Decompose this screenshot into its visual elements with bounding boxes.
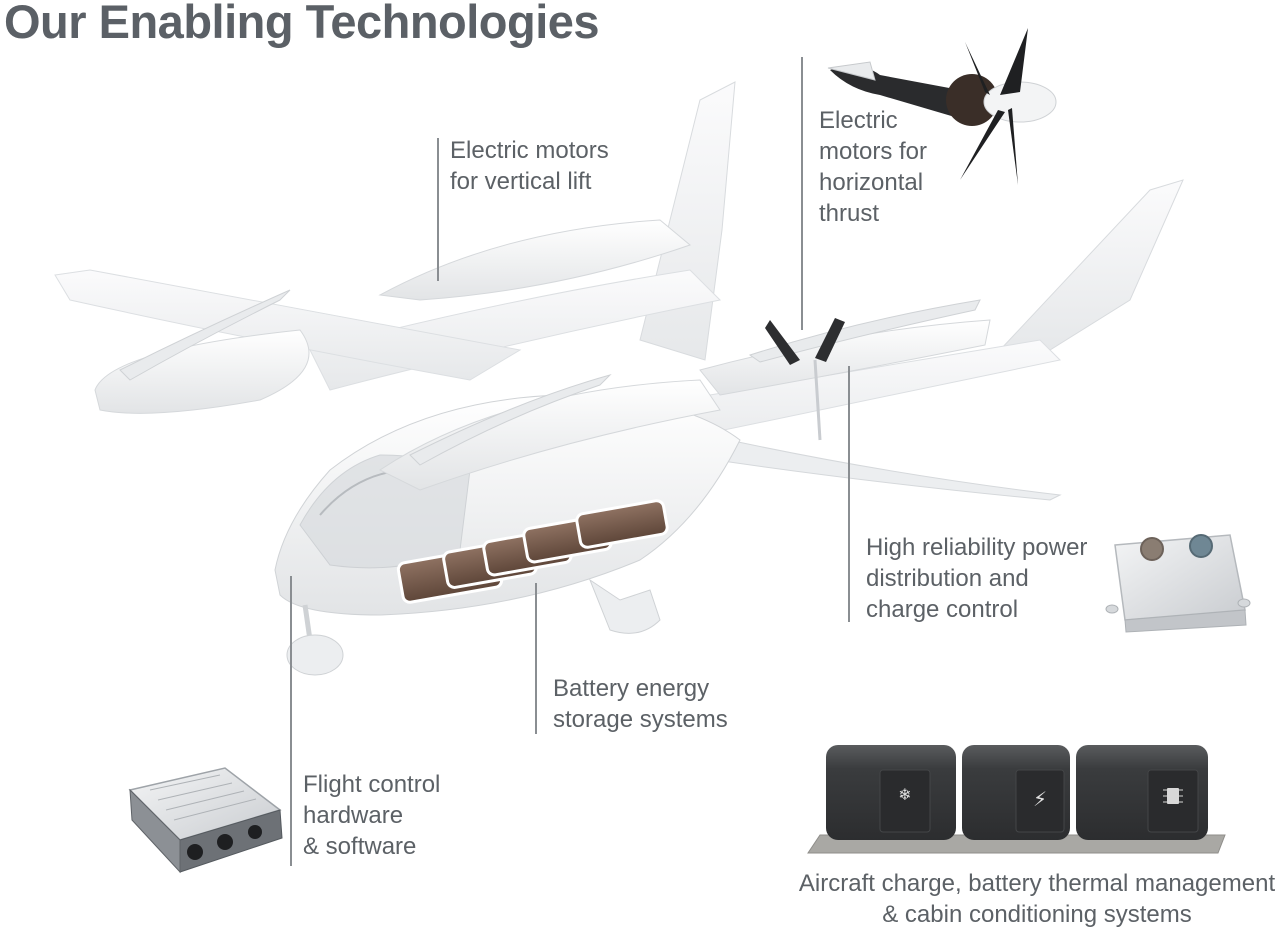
label-flight-control: Flight control hardware & software	[303, 771, 441, 860]
battery-pack-group	[396, 499, 669, 604]
battery-thermal-icon	[1163, 788, 1183, 804]
label-vertical-lift: Electric motors for vertical lift	[450, 137, 609, 195]
lightning-bolt-icon: ⚡	[1033, 787, 1047, 811]
flight-control-computer-image	[128, 767, 283, 874]
ground-charging-units-image: ❄ ⚡	[807, 745, 1226, 854]
leader-line-battery	[535, 583, 537, 734]
power-distribution-unit-image	[1105, 534, 1251, 633]
thrust-motor-image	[827, 28, 1057, 185]
landing-gear	[286, 578, 661, 676]
battery-pack	[575, 499, 669, 549]
snowflake-icon: ❄	[898, 785, 911, 804]
label-horizontal-thrust: Electric motors for horizontal thrust	[819, 107, 928, 227]
front-boom	[379, 379, 721, 491]
left-wing	[54, 269, 522, 381]
page-title: Our Enabling Technologies	[4, 0, 600, 48]
label-charging: Aircraft charge, battery thermal managem…	[798, 870, 1276, 928]
mid-boom	[378, 219, 692, 301]
leader-line-vertical-lift	[437, 138, 439, 281]
right-lift-rotor	[748, 299, 981, 363]
label-power-distribution: High reliability power distribution and …	[866, 534, 1088, 623]
tail-fin-right	[998, 179, 1184, 351]
pusher-propeller	[765, 318, 845, 441]
leader-line-power-distribution	[848, 366, 850, 622]
left-boom	[94, 329, 310, 414]
leader-line-horizontal-thrust	[801, 57, 803, 330]
label-battery: Battery energy storage systems	[553, 675, 728, 733]
leader-line-flight-control	[290, 576, 292, 866]
left-lift-rotor	[119, 289, 291, 381]
